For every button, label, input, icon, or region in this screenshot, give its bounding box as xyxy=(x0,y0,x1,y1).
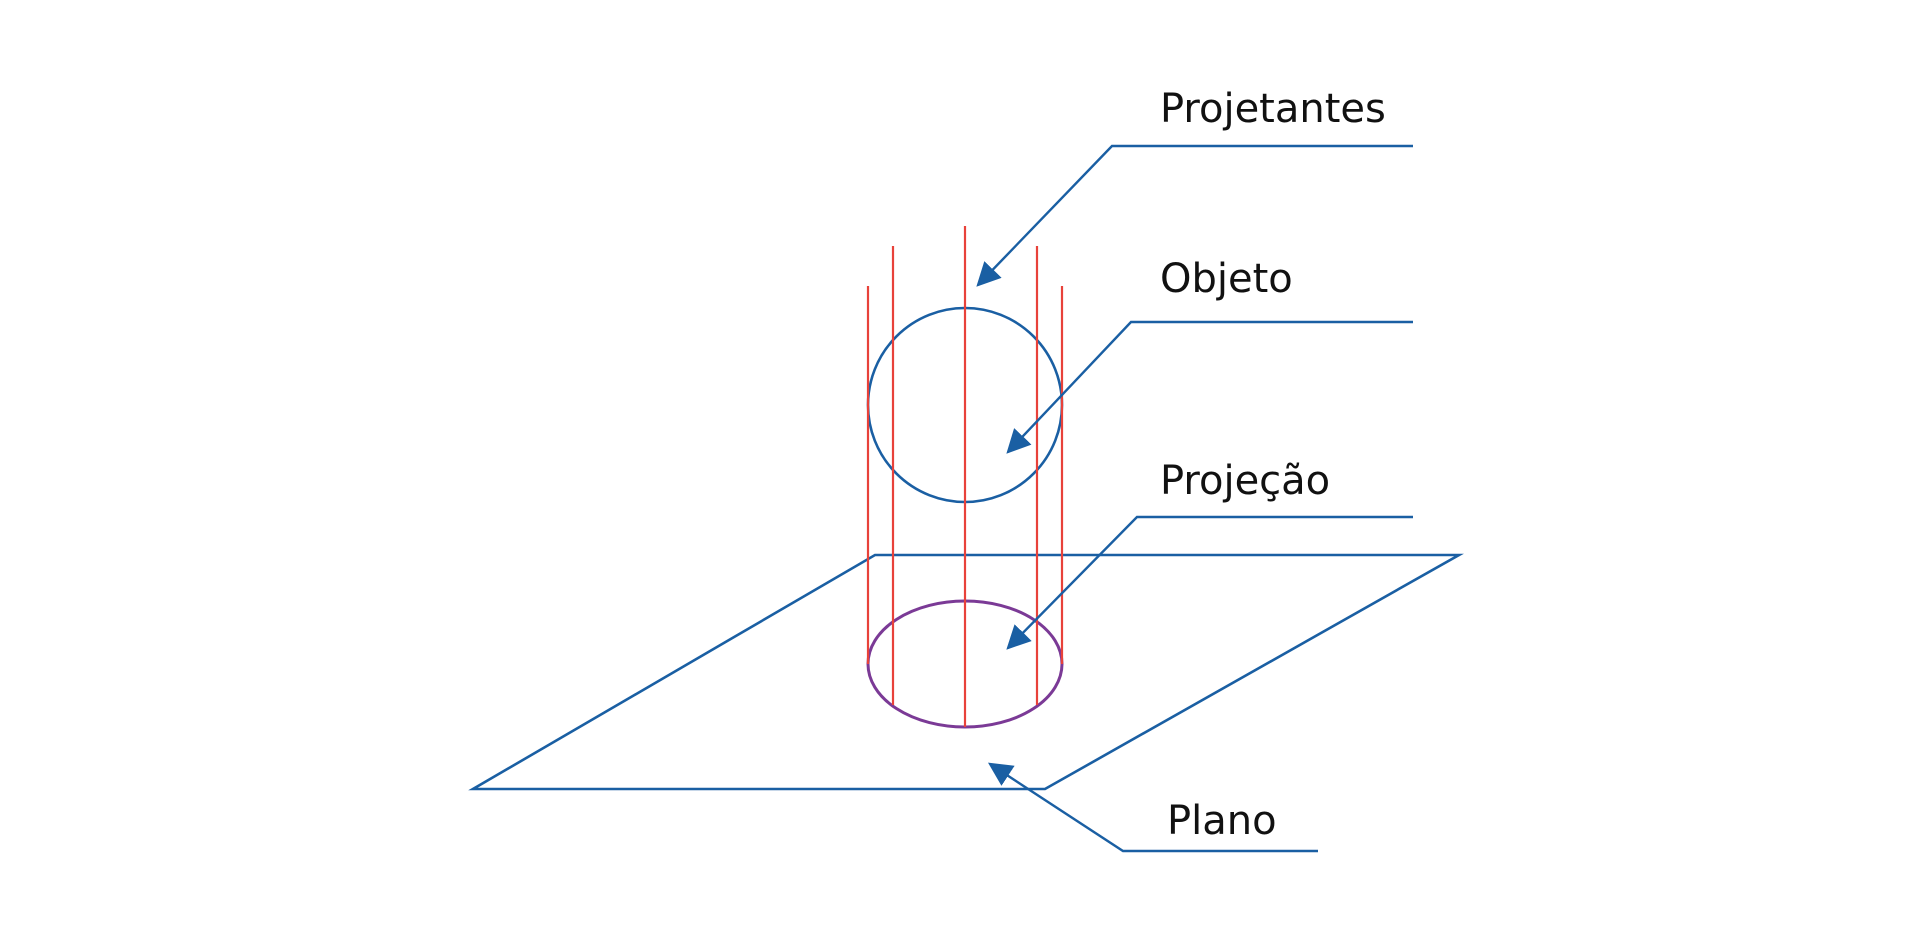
label-plano: Plano xyxy=(1167,798,1277,844)
leader-projetantes xyxy=(976,144,1413,287)
leader-projecao xyxy=(1006,515,1413,650)
label-projetantes: Projetantes xyxy=(1160,86,1386,132)
label-objeto: Objeto xyxy=(1160,256,1293,302)
plane-shape xyxy=(468,553,1464,791)
leader-objeto xyxy=(1006,320,1413,454)
label-projecao: Projeção xyxy=(1160,458,1330,504)
leader-plano xyxy=(987,762,1318,853)
